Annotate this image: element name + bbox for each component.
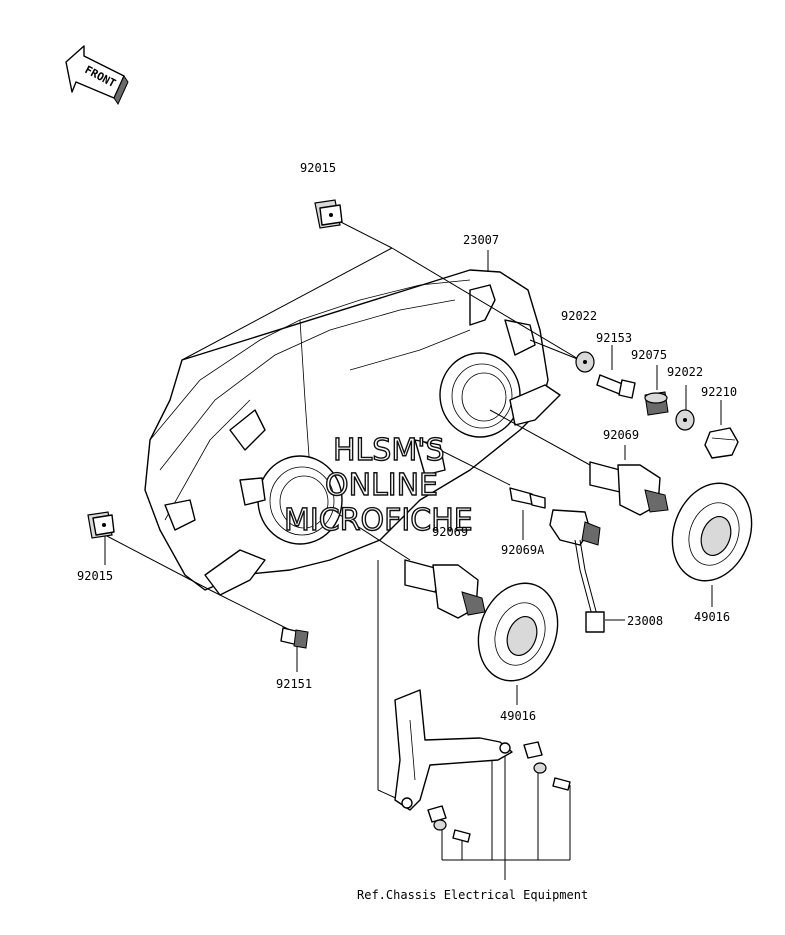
label-92069-right: 92069 bbox=[603, 428, 639, 442]
label-ref-chassis: Ref.Chassis Electrical Equipment bbox=[357, 888, 588, 902]
cap-nut-92210 bbox=[704, 427, 739, 459]
front-arrow-icon: FRONT bbox=[65, 45, 129, 106]
cover-49016-right bbox=[671, 482, 753, 582]
screw-92153 bbox=[596, 374, 636, 399]
clip-92015-top bbox=[314, 199, 343, 229]
label-92069A: 92069A bbox=[501, 543, 545, 557]
watermark-line-1: HLSM'S bbox=[333, 433, 445, 468]
label-92153: 92153 bbox=[596, 331, 632, 345]
label-92069-left: 92069 bbox=[432, 525, 468, 539]
bulb-92069A bbox=[509, 487, 546, 509]
label-49016-right: 49016 bbox=[694, 610, 730, 624]
label-92015-top: 92015 bbox=[300, 161, 336, 175]
bulb-92069-left bbox=[404, 559, 486, 619]
label-23008: 23008 bbox=[627, 614, 663, 628]
label-92210: 92210 bbox=[701, 385, 737, 399]
washer-92022-a bbox=[575, 351, 595, 373]
bolt-92151 bbox=[280, 627, 309, 649]
watermark: HLSM'S ONLINE MICROFICHE bbox=[283, 432, 473, 538]
bulb-92069-right bbox=[589, 461, 669, 516]
leader-lines bbox=[104, 213, 722, 880]
watermark-line-3: MICROFICHE bbox=[284, 503, 473, 538]
part-labels: 92015 23007 92022 92153 92075 92022 9221… bbox=[77, 161, 737, 902]
watermark-line-2: ONLINE bbox=[325, 468, 438, 503]
washer-92022-b bbox=[675, 409, 695, 431]
label-92151: 92151 bbox=[276, 677, 312, 691]
clip-92015-left bbox=[87, 511, 115, 539]
label-92022-a: 92022 bbox=[561, 309, 597, 323]
label-92015-left: 92015 bbox=[77, 569, 113, 583]
mounting-bracket bbox=[394, 689, 571, 843]
label-49016-bottom: 49016 bbox=[500, 709, 536, 723]
label-92022-b: 92022 bbox=[667, 365, 703, 379]
headlight-housing bbox=[144, 269, 561, 596]
socket-23008 bbox=[549, 509, 605, 633]
grommet-92075 bbox=[644, 391, 669, 416]
label-92075: 92075 bbox=[631, 348, 667, 362]
cover-49016-bottom bbox=[477, 582, 559, 682]
label-23007: 23007 bbox=[463, 233, 499, 247]
